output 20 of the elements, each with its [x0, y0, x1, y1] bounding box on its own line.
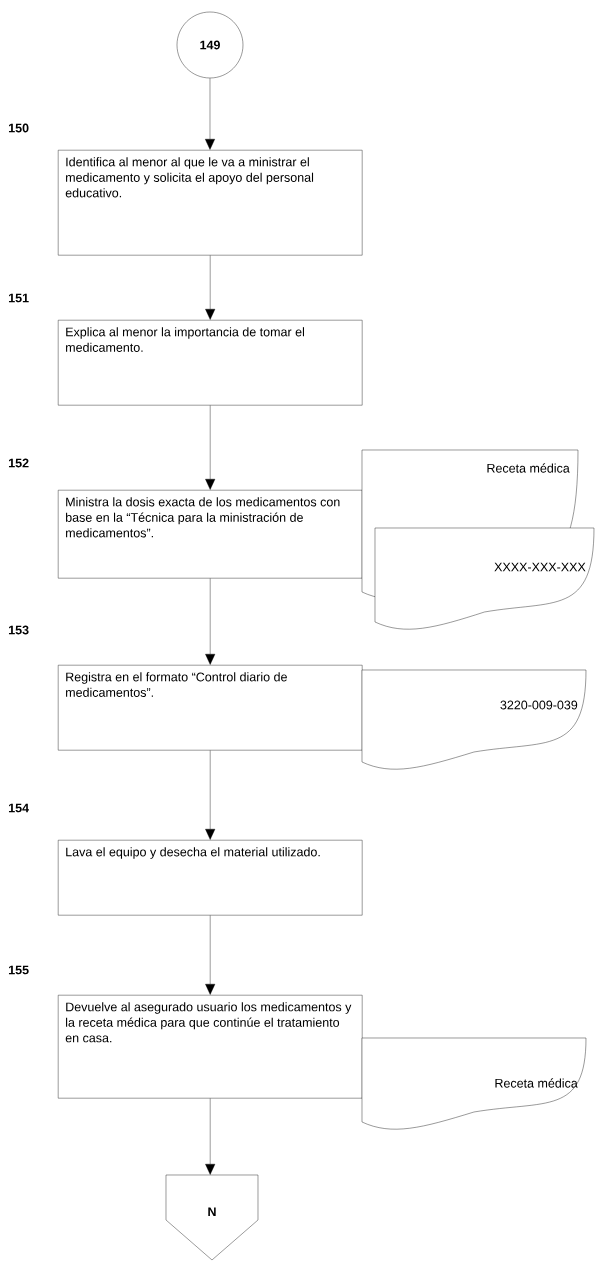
arrow — [205, 405, 216, 490]
arrow — [205, 578, 216, 665]
process-box: Registra en el formato “Control diario de medicamentos”. — [58, 665, 363, 751]
step-number: 155 — [9, 965, 29, 975]
process-box: Devuelve al asegurado usuario los medicamentos y la receta médica para que continúe el tratamiento en casa. — [58, 995, 363, 1099]
process-box: Lava el equipo y desecha el material utilizado. — [58, 840, 363, 916]
process-box: Explica al menor la importancia de tomar el medicamento. — [58, 320, 363, 406]
step-number: 150 — [9, 123, 29, 133]
arrow — [205, 1098, 216, 1175]
step-number: 151 — [9, 293, 29, 303]
process-box: Identifica al menor al que le va a ministrar el medicamento y solicita el apoyo del personal educativo. — [58, 150, 363, 256]
step-number: 153 — [9, 625, 29, 635]
step-number: 152 — [9, 458, 29, 468]
process-box: Ministra la dosis exacta de los medicamentos con base en la “Técnica para la ministración de medicamentos”. — [58, 490, 363, 579]
arrow — [205, 255, 216, 320]
arrow — [205, 915, 216, 995]
off-page-connector: N — [165, 1174, 259, 1261]
step-number: 154 — [9, 803, 29, 813]
arrow — [205, 78, 215, 150]
arrow — [205, 750, 216, 840]
